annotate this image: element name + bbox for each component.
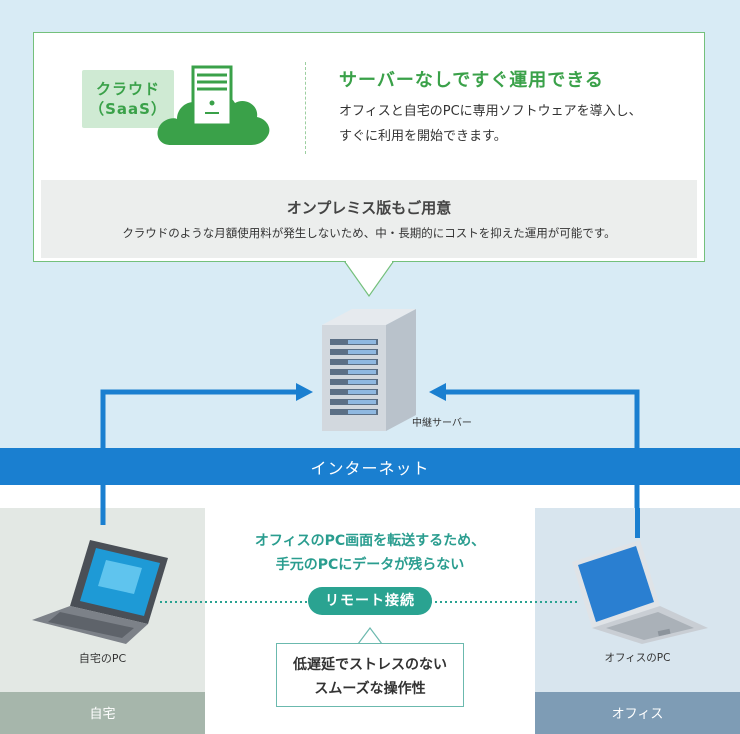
onprem-desc: クラウドのような月額使用料が発生しないため、中・長期的にコストを抑えた運用が可能…	[122, 226, 616, 240]
relay-server-label: 中継サーバー	[412, 418, 472, 429]
office-footer	[535, 692, 740, 734]
home-footer-label: 自宅	[89, 707, 116, 722]
cloud-desc-line2: すぐに利用を開始できます。	[339, 129, 507, 144]
cloud-label-line2: （SaaS）	[89, 100, 167, 118]
cloud-headline: サーバーなしですぐ運用できる	[339, 70, 604, 91]
cloud-label-line1: クラウド	[95, 80, 160, 98]
relay-server-icon	[322, 309, 416, 431]
home-footer	[0, 692, 205, 734]
remote-connection-pill: リモート接続	[308, 587, 432, 615]
cloud-desc-line1: オフィスと自宅のPCに専用ソフトウェアを導入し、	[339, 104, 642, 119]
latency-line2: スムーズな操作性	[314, 681, 426, 697]
onprem-box	[41, 180, 697, 258]
callout-pointer	[344, 260, 394, 298]
internet-band	[0, 448, 740, 485]
onprem-title: オンプレミス版もご用意	[286, 199, 452, 217]
cloud-server-icon	[157, 65, 270, 145]
home-pc-label: 自宅のPC	[78, 652, 127, 665]
office-pc-label: オフィスのPC	[604, 652, 671, 664]
office-footer-label: オフィス	[611, 707, 664, 722]
cloud-saas-badge: クラウド （SaaS）	[82, 70, 174, 128]
office-arrow-head	[429, 383, 446, 401]
transfer-line2: 手元のPCにデータが残らない	[275, 557, 465, 573]
callout-divider	[305, 62, 306, 154]
office-link	[635, 508, 640, 538]
home-arrow-head	[296, 383, 313, 401]
home-laptop-icon	[32, 540, 168, 644]
office-laptop-icon	[572, 540, 708, 644]
latency-box	[276, 643, 464, 707]
latency-line1: 低遅延でストレスのない	[293, 657, 447, 673]
transfer-line1: オフィスのPC画面を転送するため、	[254, 533, 486, 549]
internet-label: インターネット	[310, 459, 430, 478]
